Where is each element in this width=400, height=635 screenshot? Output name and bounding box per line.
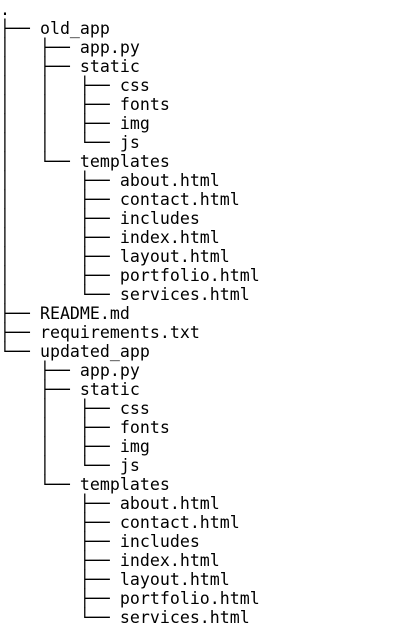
tree-entry: └── templates — [0, 475, 170, 494]
tree-entry: └── updated_app — [0, 342, 150, 361]
tree-entry: │ ├── layout.html — [0, 247, 230, 266]
tree-entry: │ ├── img — [0, 437, 150, 456]
tree-entry: ├── contact.html — [0, 513, 240, 532]
tree-entry: │ ├── contact.html — [0, 190, 240, 209]
tree-entry: │ │ ├── img — [0, 114, 150, 133]
tree-entry: │ ├── static — [0, 57, 140, 76]
tree-entry: │ ├── fonts — [0, 418, 170, 437]
tree-entry: │ │ ├── fonts — [0, 95, 170, 114]
tree-entry: │ ├── portfolio.html — [0, 266, 260, 285]
tree-entry: ├── requirements.txt — [0, 323, 200, 342]
tree-entry: │ ├── index.html — [0, 228, 220, 247]
tree-entry: │ └── js — [0, 456, 140, 475]
tree-entry: │ └── templates — [0, 152, 170, 171]
tree-entry: ├── app.py — [0, 361, 140, 380]
tree-entry: │ └── services.html — [0, 285, 250, 304]
tree-entry: │ │ ├── css — [0, 76, 150, 95]
tree-entry: ├── portfolio.html — [0, 589, 260, 608]
tree-entry: ├── static — [0, 380, 140, 399]
tree-entry: │ ├── includes — [0, 209, 200, 228]
tree-entry: ├── includes — [0, 532, 200, 551]
tree-entry: ├── about.html — [0, 494, 220, 513]
tree-entry: ├── index.html — [0, 551, 220, 570]
tree-entry: ├── layout.html — [0, 570, 230, 589]
tree-entry: ├── old_app — [0, 19, 110, 38]
tree-entry: ├── README.md — [0, 304, 130, 323]
tree-entry: │ ├── css — [0, 399, 150, 418]
tree-entry: │ ├── app.py — [0, 38, 140, 57]
tree-root: . — [0, 0, 10, 19]
tree-entry: │ ├── about.html — [0, 171, 220, 190]
tree-entry: └── services.html — [0, 608, 250, 627]
tree-entry: │ │ └── js — [0, 133, 140, 152]
